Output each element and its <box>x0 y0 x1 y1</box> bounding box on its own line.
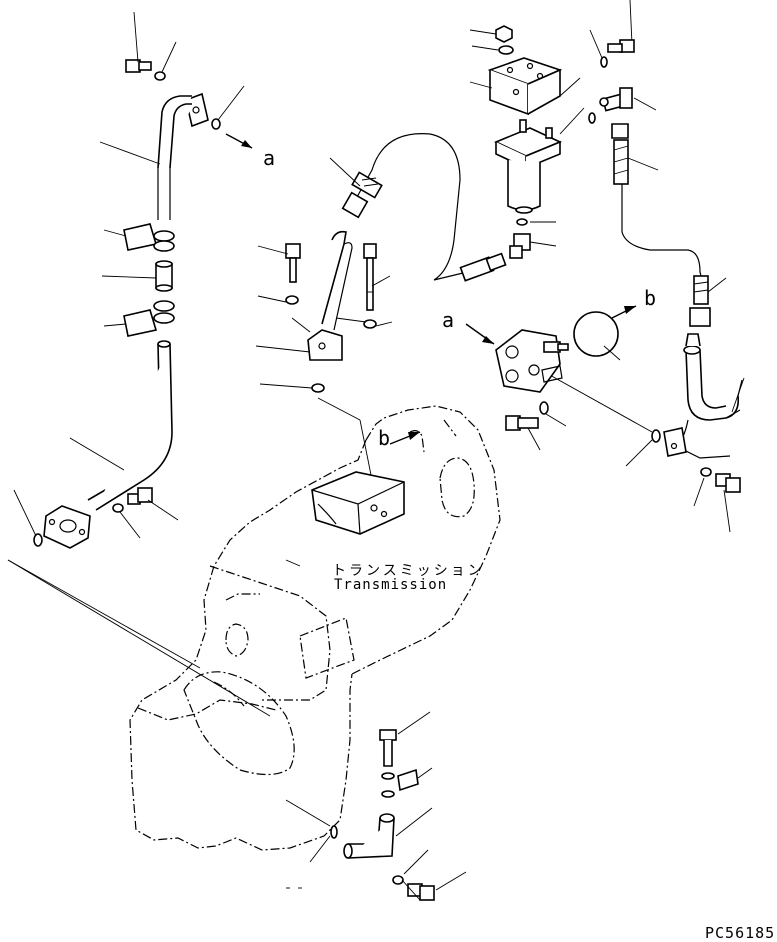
drain-tube <box>343 813 395 859</box>
transmission-label-en: Transmission <box>334 577 448 593</box>
o-ring-a <box>211 118 221 130</box>
washer-top-right <box>600 56 608 68</box>
flange-right <box>663 427 687 457</box>
o-ring-drain-2 <box>381 790 395 798</box>
bottom-drain-assembly <box>285 711 467 901</box>
flange-bottom-left <box>43 505 91 549</box>
dipstick-fitting <box>379 729 397 767</box>
transmission-label-jp: トランスミッション <box>332 563 485 579</box>
filter-element <box>507 160 541 214</box>
elbow-fitting-right <box>599 87 633 112</box>
callout-b-body: b <box>378 426 391 450</box>
right-hose-assembly <box>547 0 745 533</box>
callout-a-pump: a <box>442 308 455 332</box>
o-ring-filter-head <box>588 112 596 124</box>
nut-top <box>495 25 513 43</box>
bolt-top-left <box>125 59 152 73</box>
bracket-left <box>307 329 343 361</box>
filter-head <box>494 119 562 170</box>
filter-bracket <box>487 57 563 116</box>
bolt-top-right <box>607 39 635 53</box>
flange-top-left <box>185 92 209 128</box>
transmission-body <box>7 405 501 851</box>
washer-drain <box>392 875 404 885</box>
washer-bracket-right <box>363 319 377 329</box>
bolt-bracket-right <box>363 243 377 311</box>
hose-fitting-lower <box>459 252 507 282</box>
hose-clamp-lower <box>123 300 175 337</box>
gasket-pump <box>573 311 619 357</box>
washer-top-left <box>154 71 166 81</box>
hose-clamp-upper <box>123 223 175 252</box>
o-ring-bottom-left <box>33 533 43 547</box>
washer-mid-left <box>112 503 124 513</box>
washer-bracket-left <box>285 295 299 305</box>
o-ring-drain-3 <box>330 825 338 839</box>
bolt-mid-left <box>127 487 153 505</box>
callout-a-left: a <box>263 146 276 170</box>
figure-code: PC56185 <box>705 924 776 942</box>
drain-clamp <box>397 768 419 792</box>
o-ring-drain-1 <box>381 772 395 780</box>
bolt-right-bottom <box>715 473 741 493</box>
filter-assembly <box>469 25 596 259</box>
elbow-filter-bottom <box>509 233 531 259</box>
callout-b-pump: b <box>644 286 657 310</box>
washer-pump <box>539 401 549 415</box>
hose-connector <box>155 260 173 292</box>
hose-fitting-right-upper <box>611 123 629 185</box>
o-ring-filter-bottom <box>516 218 528 226</box>
washer-filter-top <box>498 45 514 55</box>
o-ring-right <box>651 429 661 443</box>
bolt-bracket-left <box>285 243 301 283</box>
middle-hose-assembly <box>255 133 507 481</box>
bolt-drain <box>407 883 435 901</box>
pump-valve <box>465 305 637 451</box>
washer-right <box>700 467 712 477</box>
hose-fitting-right-lower <box>689 275 711 327</box>
bolt-pump <box>505 415 539 431</box>
hose-fitting-upper <box>341 171 383 219</box>
left-pipe-assembly <box>7 11 253 669</box>
bent-tube-right <box>674 333 743 459</box>
o-ring-b <box>311 383 325 393</box>
